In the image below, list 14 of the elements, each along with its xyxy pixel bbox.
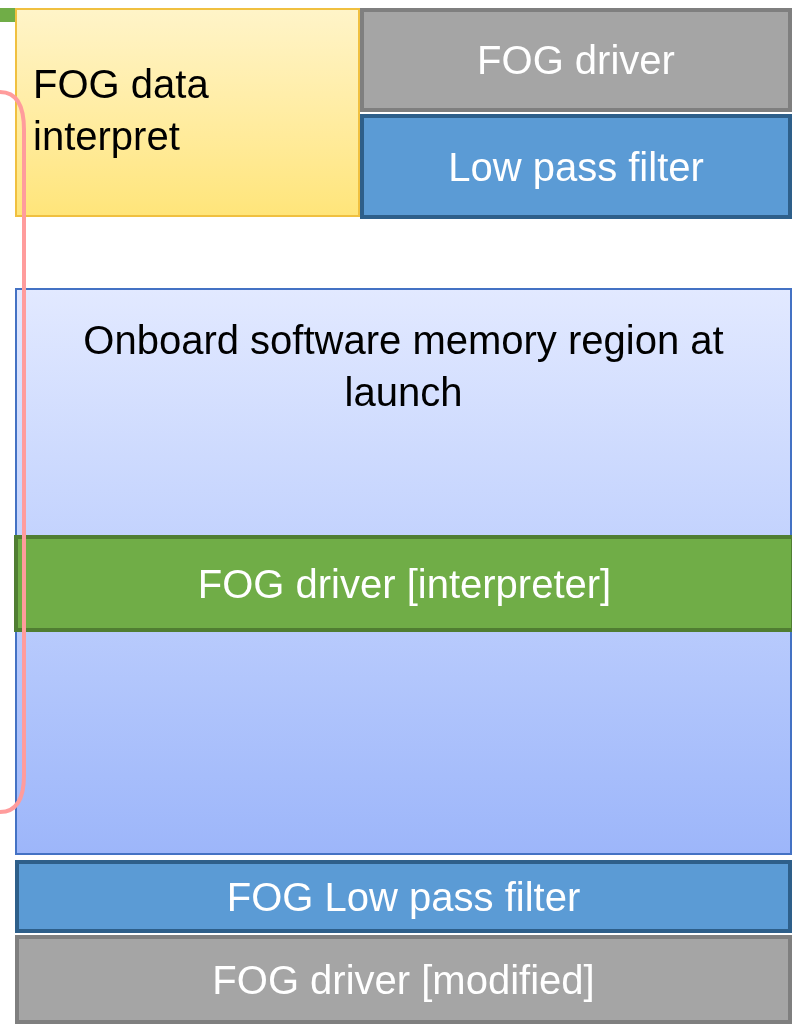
driver-bar (14, 535, 792, 632)
node-label: FOG data interpret (33, 61, 210, 160)
node-label: FOG driver [modified] (212, 956, 595, 1004)
driver-box (360, 8, 792, 112)
interpreter-box (15, 8, 360, 217)
node-label: FOG Low pass filter (226, 873, 581, 921)
filter-box (360, 114, 792, 219)
filter-bar (15, 860, 792, 933)
node-label: FOG driver [interpreter] (197, 560, 612, 608)
driver-bar (15, 935, 792, 1024)
node-label: FOG driver (477, 37, 675, 84)
node-label: Onboard software memory region at launch (82, 317, 725, 416)
memory-region-box (15, 288, 792, 855)
node-label: Low pass filter (448, 143, 704, 191)
